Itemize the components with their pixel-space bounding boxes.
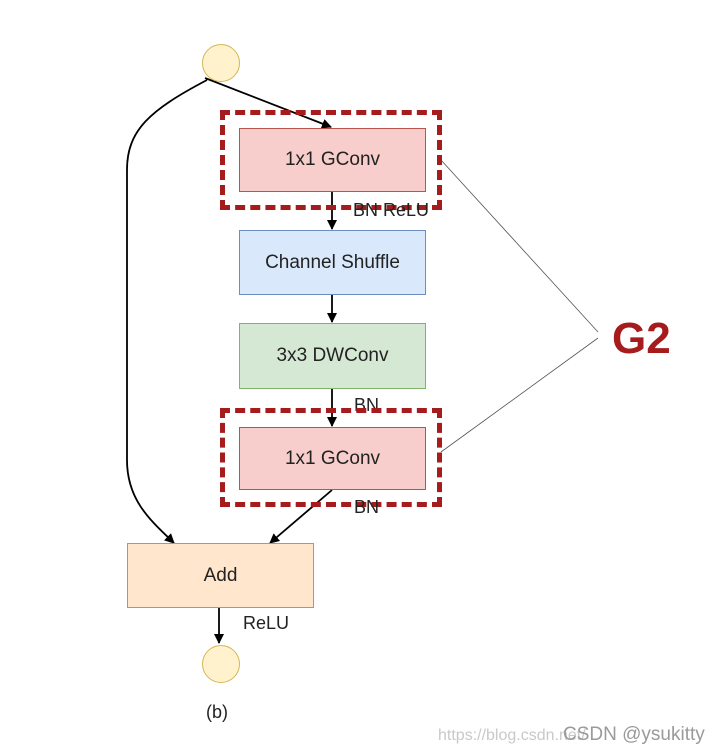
channel-shuffle-label: Channel Shuffle (265, 251, 400, 273)
output-node (202, 645, 240, 683)
dwconv-label: 3x3 DWConv (276, 345, 389, 366)
add-block: Add (127, 543, 314, 608)
gconv-top-block: 1x1 GConv (239, 128, 426, 192)
bn-after-gconv-label: BN (354, 497, 380, 517)
gconv-bottom-block: 1x1 GConv (239, 427, 426, 490)
watermark-csdn: CSDN @ysukitty (563, 724, 705, 745)
arrow-input-to-gconv (204, 77, 332, 129)
bn-relu-label: BN ReLU (353, 200, 430, 220)
g2-highlight-bottom (220, 408, 442, 507)
watermark-url: https://blog.csdn.net/ (438, 727, 586, 744)
g2-group-label: G2 (612, 314, 671, 363)
input-node (202, 44, 240, 82)
dwconv-block: 3x3 DWConv (239, 323, 426, 389)
relu-after-add-label: ReLU (243, 613, 290, 633)
figure-caption: (b) (206, 702, 228, 722)
add-label: Add (203, 564, 238, 586)
g2-bracket-top (440, 159, 599, 333)
gconv-bottom-label: 1x1 GConv (284, 447, 381, 469)
g2-bracket-bottom (440, 337, 599, 453)
g2-highlight-top (220, 110, 442, 210)
gconv-top-label: 1x1 GConv (284, 149, 381, 170)
arrow-shortcut-to-add (126, 79, 208, 544)
arrow-gconv-to-add (269, 489, 333, 544)
channel-shuffle-block: Channel Shuffle (239, 230, 426, 295)
